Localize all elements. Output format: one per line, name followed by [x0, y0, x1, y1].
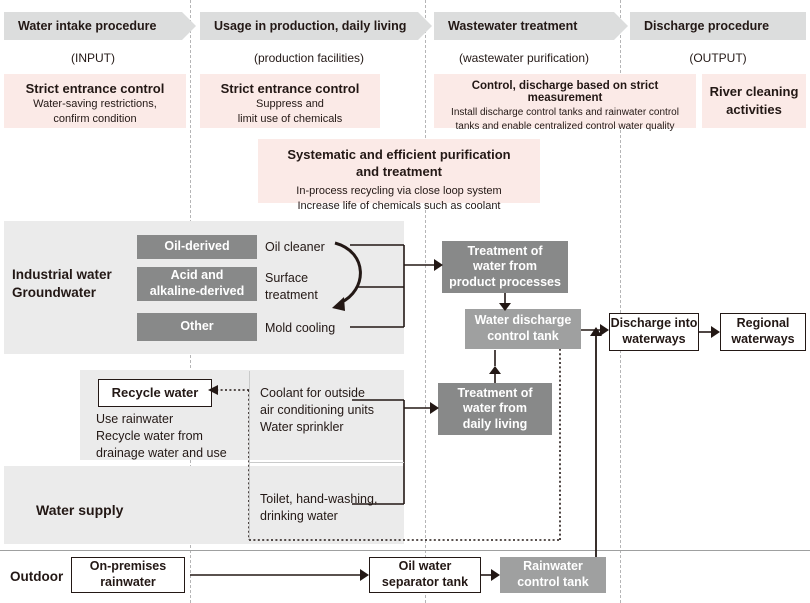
arrow-rainwater-to-separator	[360, 569, 369, 581]
water-type-label: Acid and alkaline-derived	[149, 268, 245, 298]
policy-body: In-process recycling via close loop syst…	[296, 184, 502, 212]
arrow-daily-to-tank	[489, 366, 501, 374]
discharge-label: Discharge into waterways	[610, 316, 698, 346]
column-header-discharge: Discharge procedure	[630, 12, 806, 40]
treatment-label: Water discharge control tank	[474, 313, 572, 343]
outdoor-box-label: On-premises rainwater	[89, 559, 167, 589]
arrow-rainwater-up	[590, 327, 602, 336]
column-header-wastewater: Wastewater treatment	[434, 12, 628, 40]
use-surface-treatment: Surface treatment	[265, 271, 318, 302]
column-subtitle-usage: (production facilities)	[253, 51, 365, 65]
column-header-label: Wastewater treatment	[448, 19, 578, 33]
water-type-oil: Oil-derived	[137, 235, 257, 259]
column-subtitle-wastewater: (wastewater purification)	[458, 51, 590, 65]
water-type-other: Other	[137, 313, 257, 341]
outdoor-label: Outdoor	[10, 569, 64, 584]
policy-box-systematic: Systematic and efficient purification an…	[258, 139, 540, 212]
outdoor-box-label: Oil water separator tank	[381, 559, 469, 589]
recycle-note: Use rainwater Recycle water from drainag…	[96, 412, 227, 460]
policy-heading: River cleaning activities	[709, 84, 799, 117]
treatment-product-processes: Treatment of water from product processe…	[442, 241, 568, 293]
treatment-label: Treatment of water from product processe…	[449, 243, 561, 289]
water-supply-label: Water supply	[36, 502, 124, 518]
policy-box-intake: Strict entrance control Water-saving res…	[4, 74, 186, 128]
discharge-label: Regional waterways	[731, 316, 795, 346]
use-oil-cleaner: Oil cleaner	[265, 240, 325, 254]
arrow-discharge-to-regional	[711, 326, 720, 338]
column-divider-3	[620, 0, 621, 603]
policy-body: Install discharge control tanks and rain…	[451, 107, 679, 132]
supply-use-toilet: Toilet, hand-washing, drinking water	[260, 492, 378, 523]
rainwater-control-tank: Rainwater control tank	[500, 557, 606, 593]
policy-box-wastewater: Control, discharge based on strict measu…	[434, 74, 696, 132]
on-premises-rainwater: On-premises rainwater	[71, 557, 185, 593]
policy-box-discharge: River cleaning activities	[702, 74, 806, 128]
column-header-label: Discharge procedure	[644, 19, 770, 33]
regional-waterways: Regional waterways	[720, 313, 806, 351]
policy-body: Water-saving restrictions, confirm condi…	[33, 98, 157, 125]
outdoor-divider	[0, 550, 810, 551]
treatment-label: Treatment of water from daily living	[457, 385, 533, 431]
policy-heading: Systematic and efficient purification an…	[287, 147, 511, 179]
column-header-usage: Usage in production, daily living	[200, 12, 432, 40]
water-type-label: Oil-derived	[164, 239, 230, 254]
supply-use-separator	[249, 462, 404, 463]
supply-use-coolant: Coolant for outside air conditioning uni…	[260, 386, 374, 434]
oil-water-separator-tank: Oil water separator tank	[369, 557, 481, 593]
water-type-acid-alkaline: Acid and alkaline-derived	[137, 267, 257, 301]
column-subtitle-water-intake: (INPUT)	[71, 51, 115, 65]
column-subtitle-discharge: (OUTPUT)	[689, 51, 747, 65]
policy-box-usage: Strict entrance control Suppress and lim…	[200, 74, 380, 128]
supply-left-edge	[249, 371, 250, 539]
arrow-tank-to-discharge	[600, 324, 609, 336]
recycle-water-box: Recycle water	[98, 379, 212, 407]
recycle-water-label: Recycle water	[111, 384, 199, 400]
water-source-label: Industrial water Groundwater	[12, 267, 112, 301]
column-divider-2	[425, 0, 426, 603]
policy-body: Suppress and limit use of chemicals	[237, 98, 343, 125]
column-header-water-intake: Water intake procedure	[4, 12, 196, 40]
water-discharge-control-tank: Water discharge control tank	[465, 309, 581, 349]
discharge-into-waterways: Discharge into waterways	[609, 313, 699, 351]
water-type-label: Other	[180, 319, 214, 334]
treatment-daily-living: Treatment of water from daily living	[438, 383, 552, 435]
policy-heading: Control, discharge based on strict measu…	[471, 80, 659, 104]
policy-heading: Strict entrance control	[220, 81, 360, 96]
outdoor-box-label: Rainwater control tank	[517, 559, 589, 589]
column-header-label: Usage in production, daily living	[214, 19, 407, 33]
use-mold-cooling: Mold cooling	[265, 321, 336, 335]
arrow-separator-to-tank	[491, 569, 500, 581]
column-header-label: Water intake procedure	[18, 19, 157, 33]
water-supply-panel	[4, 466, 404, 544]
policy-heading: Strict entrance control	[25, 81, 165, 96]
